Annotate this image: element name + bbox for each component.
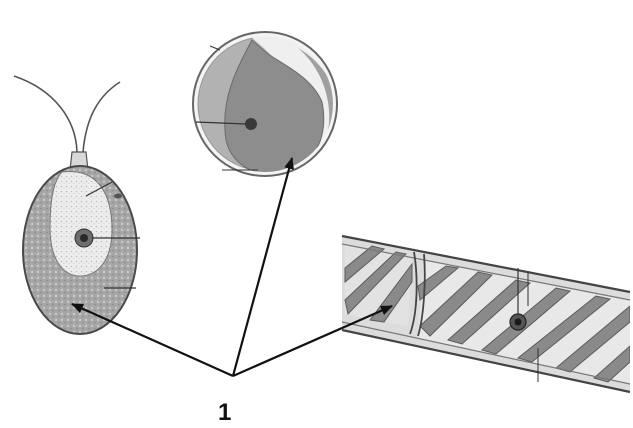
label-1: 1 [218,399,231,426]
chlorella-cell [193,20,380,176]
chlamydomonas-cell [14,76,140,334]
flagellum-left [14,76,77,152]
arrow-to-spirogyra [233,306,392,376]
arrow-to-chlamydomonas [72,304,233,376]
eyespot [114,194,122,199]
flagellum-right [83,82,120,152]
spirogyra-filament [342,236,630,392]
pyrenoid [245,118,257,130]
arrow-to-chlorella [233,158,292,376]
